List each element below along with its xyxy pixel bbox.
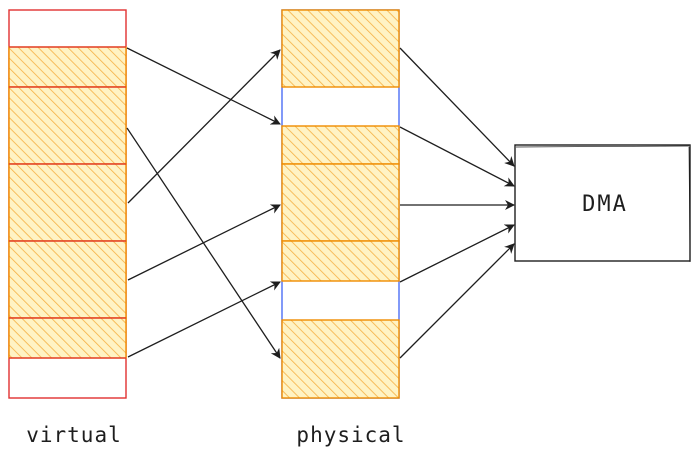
arrow-p1-dma [399, 47, 515, 167]
virtual-page-5 [8, 317, 127, 359]
physical-page-2 [281, 125, 400, 165]
arrow-v1-p2 [126, 47, 281, 125]
arrow-p5-dma [399, 243, 515, 359]
dma-box: DMA [514, 144, 691, 263]
physical-label: physical [296, 423, 405, 447]
virtual-page-1 [8, 46, 127, 88]
arrow-v3-p1 [127, 49, 281, 204]
physical-page-4 [281, 240, 400, 282]
arrow-p4-dma [399, 224, 515, 283]
arrow-v4-p3 [127, 204, 281, 281]
physical-column [281, 9, 400, 399]
virtual-column [8, 9, 127, 399]
arrow-p2-dma [399, 126, 515, 187]
physical-page-3 [281, 163, 400, 242]
virtual-page-4 [8, 240, 127, 319]
physical-page-5 [281, 319, 400, 399]
dma-label: DMA [582, 192, 628, 217]
physical-to-dma-arrows [399, 47, 515, 359]
virtual-page-3 [8, 163, 127, 242]
virtual-label: virtual [26, 423, 122, 447]
virtual-page-2 [8, 86, 127, 165]
virtual-to-physical-arrows [126, 47, 281, 359]
physical-page-1 [281, 9, 400, 88]
arrow-v5-p4 [127, 281, 281, 358]
